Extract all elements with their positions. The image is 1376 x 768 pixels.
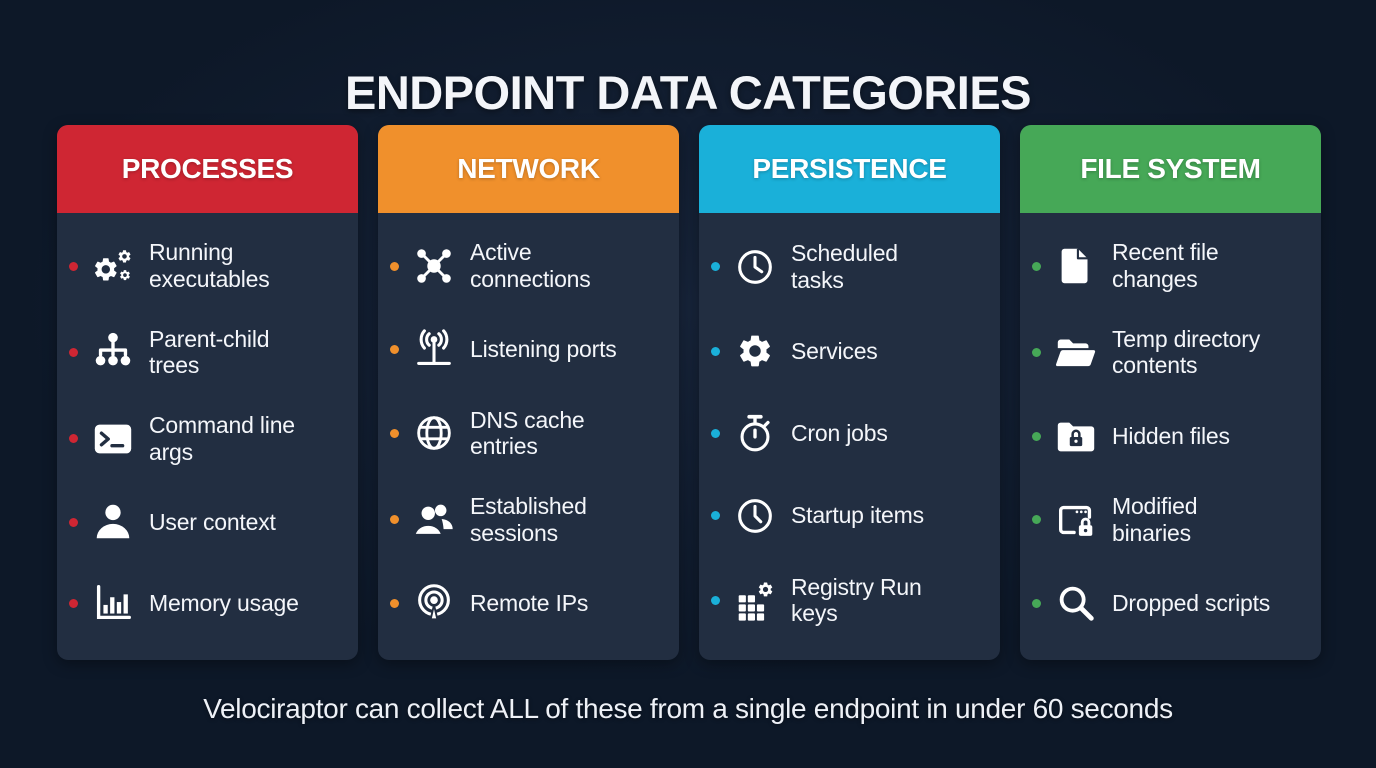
antenna-icon <box>410 326 458 374</box>
list-item: Temp directory contents <box>1032 326 1313 379</box>
list-item: Listening ports <box>390 326 671 374</box>
item-label: Dropped scripts <box>1112 590 1271 617</box>
category-card-persistence: PERSISTENCE Scheduled tasks Services <box>699 125 1000 660</box>
list-item: Running executables <box>69 239 350 292</box>
item-label: Temp directory contents <box>1112 325 1261 379</box>
folder-lock-icon <box>1052 412 1100 460</box>
list-item: Parent-child trees <box>69 326 350 379</box>
item-label: Cron jobs <box>791 420 888 447</box>
item-label: Command line args <box>149 412 295 465</box>
globe-icon <box>410 409 458 457</box>
item-bullet <box>69 347 78 357</box>
card-header-file-system: FILE SYSTEM <box>1020 125 1321 213</box>
broadcast-icon <box>410 579 458 627</box>
item-bullet <box>390 428 399 438</box>
list-item: Recent file changes <box>1032 239 1313 292</box>
card-body: Recent file changes Temp directory conte… <box>1020 213 1321 660</box>
clock-icon <box>731 243 779 291</box>
card-body: Scheduled tasks Services Cron jobs <box>699 213 1000 660</box>
item-label: Remote IPs <box>470 590 589 617</box>
item-bullet <box>390 598 399 608</box>
window-lock-icon <box>1052 496 1100 544</box>
bar-chart-icon <box>89 579 137 627</box>
list-item: Memory usage <box>69 579 350 627</box>
item-label: Memory usage <box>149 590 299 617</box>
page-title: ENDPOINT DATA CATEGORIES <box>344 66 1032 120</box>
item-label: Startup items <box>791 502 924 529</box>
card-header-network: NETWORK <box>378 125 679 213</box>
item-bullet <box>69 598 78 608</box>
item-bullet <box>69 517 78 527</box>
card-header-persistence: PERSISTENCE <box>699 125 1000 213</box>
users-icon <box>410 496 458 544</box>
footer-note: Velociraptor can collect ALL of these fr… <box>203 693 1173 724</box>
list-item: Scheduled tasks <box>711 240 992 293</box>
item-bullet <box>69 261 78 271</box>
item-bullet <box>711 429 720 438</box>
item-bullet <box>1032 431 1041 441</box>
list-item: Remote IPs <box>390 579 671 627</box>
item-label: Hidden files <box>1112 422 1230 449</box>
item-bullet <box>390 261 399 271</box>
category-card-processes: PROCESSES Running executables Parent-chi… <box>57 125 358 660</box>
item-bullet <box>69 434 78 444</box>
gears-icon <box>89 242 137 290</box>
open-folder-icon <box>1052 328 1100 376</box>
list-item: Established sessions <box>390 493 671 546</box>
network-hub-icon <box>410 242 458 290</box>
category-card-file-system: FILE SYSTEM Recent file changes Temp dir… <box>1020 125 1321 660</box>
item-bullet <box>390 515 399 525</box>
item-bullet <box>711 595 720 605</box>
list-item: Modified binaries <box>1032 493 1313 546</box>
item-label: User context <box>149 509 276 536</box>
terminal-icon <box>89 415 137 463</box>
stopwatch-icon <box>731 410 779 458</box>
gear-icon <box>731 327 779 375</box>
item-label: Registry Run keys <box>791 573 922 627</box>
item-bullet <box>1032 515 1041 525</box>
search-icon <box>1052 579 1100 627</box>
item-label: Services <box>791 338 878 365</box>
list-item: Hidden files <box>1032 412 1313 460</box>
item-bullet <box>1032 347 1041 357</box>
item-bullet <box>1032 598 1041 608</box>
item-label: DNS cache entries <box>470 406 585 460</box>
category-card-network: NETWORK Active connections Listening por… <box>378 125 679 660</box>
card-body: Running executables Parent-child trees C… <box>57 213 358 660</box>
item-label: Modified binaries <box>1112 493 1198 546</box>
list-item: Registry Run keys <box>711 574 992 627</box>
process-tree-icon <box>89 328 137 376</box>
list-item: Startup items <box>711 492 992 540</box>
item-bullet <box>390 345 399 355</box>
item-label: Active connections <box>470 239 591 293</box>
list-item: DNS cache entries <box>390 407 671 460</box>
list-item: Dropped scripts <box>1032 579 1313 627</box>
list-item: Cron jobs <box>711 410 992 458</box>
item-label: Running executables <box>149 239 270 293</box>
file-icon <box>1052 242 1100 290</box>
item-bullet <box>711 511 720 521</box>
item-label: Listening ports <box>470 336 617 363</box>
list-item: Services <box>711 327 992 375</box>
item-label: Parent-child trees <box>149 325 270 379</box>
item-bullet <box>711 262 720 272</box>
user-icon <box>89 498 137 546</box>
list-item: User context <box>69 498 350 546</box>
item-bullet <box>711 346 720 356</box>
categories-grid: PROCESSES Running executables Parent-chi… <box>57 125 1321 660</box>
list-item: Active connections <box>390 239 671 292</box>
clock-icon <box>731 492 779 540</box>
card-body: Active connections Listening ports DNS c… <box>378 213 679 660</box>
item-bullet <box>1032 261 1041 271</box>
list-item: Command line args <box>69 412 350 465</box>
item-label: Recent file changes <box>1112 239 1219 293</box>
card-header-processes: PROCESSES <box>57 125 358 213</box>
registry-grid-gear-icon <box>731 576 779 624</box>
item-label: Scheduled tasks <box>791 240 898 293</box>
item-label: Established sessions <box>470 493 587 546</box>
